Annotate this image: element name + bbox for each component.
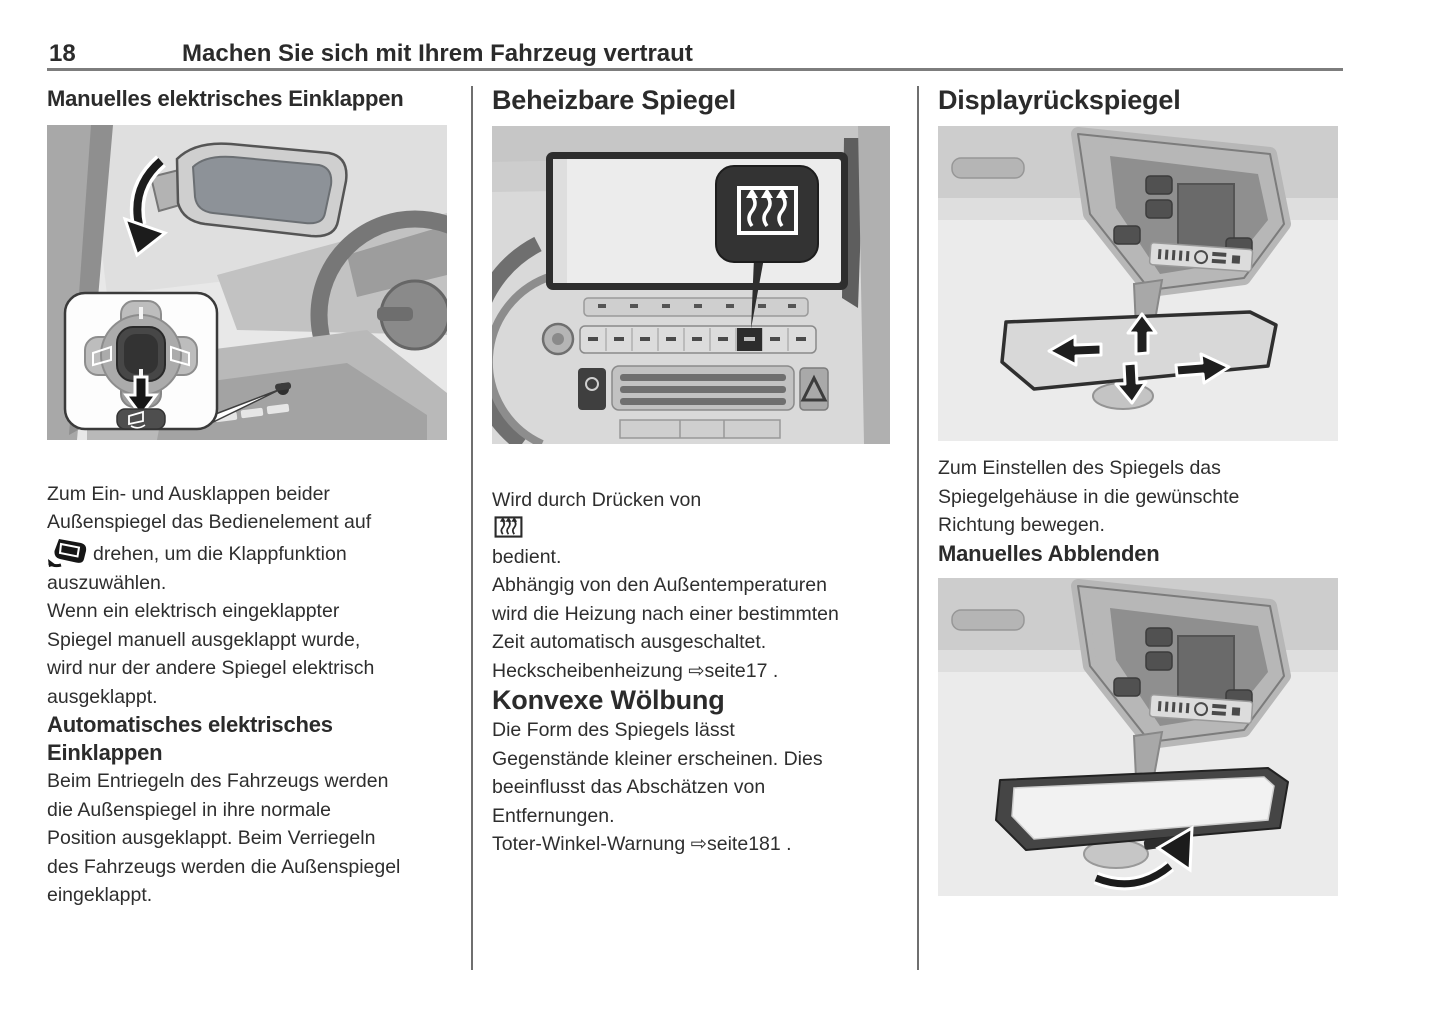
section-heading-manual-folding: Manuelles elektrisches Einklappen	[47, 86, 404, 111]
column-middle: Beheizbare Spiegel	[465, 85, 891, 859]
text-run: Zum Ein- und Ausklappen beider Außenspie…	[47, 482, 372, 534]
figure-manual-dimming	[938, 577, 1338, 901]
paragraph-display-mirror: Zum Einstellen des Spiegels das Spiegelg…	[938, 457, 1240, 536]
exterior-mirror-folding-illustration	[47, 125, 520, 440]
mirror-fold-icon	[128, 410, 146, 429]
paragraph-automatic-folding: Beim Entriegeln des Fahrzeugs werden die…	[47, 770, 401, 906]
dashboard-illustration	[465, 126, 890, 451]
figure-rearview-mirror-adjustment	[938, 126, 1338, 446]
paragraph-convex-shape: Die Form des Spiegels lässt Gegenstände …	[492, 719, 823, 855]
heated-rear-window-icon	[737, 186, 798, 235]
left-mirror-icon	[92, 345, 112, 367]
heated-rear-window-icon	[494, 516, 523, 538]
page-number: 18	[49, 40, 76, 67]
adjustment-arrows-icon	[1047, 312, 1231, 405]
mirror-control-knob	[84, 300, 198, 430]
paragraph-heated-mirrors: Wird durch Drücken von bedient. Abhängig…	[492, 457, 891, 685]
column-left: Manuelles elektrisches Einklappen	[47, 85, 520, 910]
rearview-mirror-adjust-illustration	[938, 126, 1338, 441]
figure-dashboard-heated-mirror-button	[465, 126, 891, 451]
section-heading-display-mirror: Displayrückspiegel	[938, 85, 1181, 115]
text-run: drehen, um die Klappfunktion auszuwählen…	[47, 542, 347, 594]
section-heading-heated-mirrors: Beheizbare Spiegel	[492, 85, 736, 115]
column-divider	[917, 86, 919, 970]
hazard-button	[799, 367, 829, 411]
text-run: Wird durch Drücken von	[492, 488, 702, 511]
paragraph-manual-folding: Zum Ein- und Ausklappen beider Außenspie…	[47, 451, 447, 711]
down-arrow-icon	[123, 375, 159, 418]
text-run: bedient. Abhängig von den Außentemperatu…	[492, 545, 839, 682]
right-mirror-icon	[170, 345, 190, 367]
section-heading-manual-dimming: Manuelles Abblenden	[938, 540, 1160, 566]
fold-direction-arrow-icon	[122, 155, 169, 258]
section-heading-automatic-folding: Automatisches elektrisches Einklappen	[47, 712, 333, 765]
column-right: Displayrückspiegel	[938, 85, 1338, 901]
manual-dimming-illustration	[938, 577, 1338, 896]
text-run: Wenn ein elektrisch eingeklappter Spiege…	[47, 600, 375, 708]
column-divider	[471, 86, 473, 970]
page-title: Machen Sie sich mit Ihrem Fahrzeug vertr…	[182, 40, 693, 67]
hazard-triangle-icon	[800, 374, 828, 402]
header-rule	[47, 68, 1343, 71]
dimming-flip-arrow-icon	[1093, 824, 1194, 890]
section-heading-convex-shape: Konvexe Wölbung	[492, 685, 725, 715]
figure-exterior-mirror-folding	[47, 125, 520, 445]
mirror-fold-icon	[48, 538, 87, 567]
